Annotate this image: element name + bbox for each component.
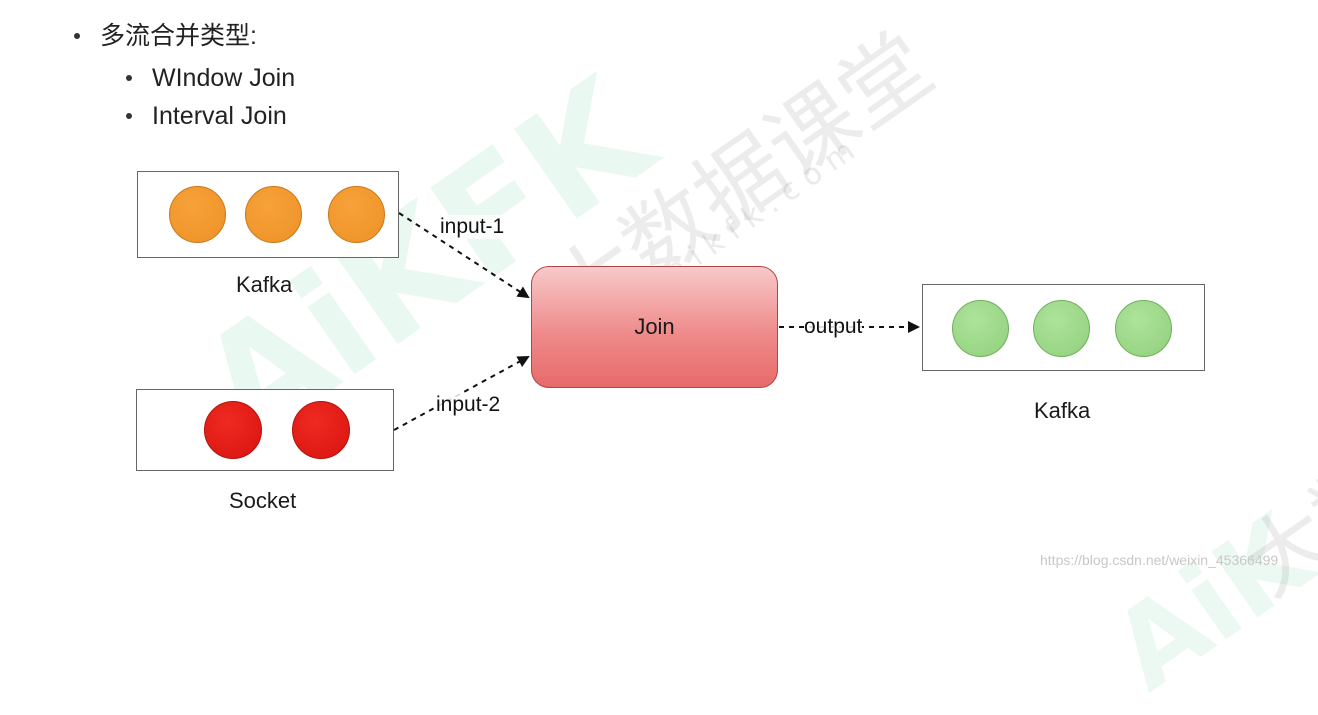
event-circle bbox=[169, 186, 226, 243]
kafka-sink-label: Kafka bbox=[1034, 398, 1091, 423]
bullet-item-interval-join: Interval Join bbox=[152, 102, 287, 130]
kafka-source-box bbox=[137, 171, 399, 258]
kafka-sink-box bbox=[922, 284, 1205, 371]
edge-label-input-2: input-2 bbox=[436, 393, 501, 417]
event-circle bbox=[204, 401, 262, 459]
bullet-title: 多流合并类型: bbox=[100, 22, 257, 50]
socket-source-label: Socket bbox=[229, 488, 297, 513]
kafka-source-label: Kafka bbox=[236, 272, 293, 297]
edges-layer bbox=[393, 212, 920, 431]
join-label: Join bbox=[634, 314, 675, 339]
bullet-item-window-join: WIndow Join bbox=[152, 64, 296, 92]
bullet-dot bbox=[126, 113, 132, 119]
event-circle bbox=[245, 186, 302, 243]
event-circle bbox=[1115, 300, 1172, 357]
source-credit: https://blog.csdn.net/weixin_45366499 bbox=[1040, 552, 1279, 568]
event-circle bbox=[292, 401, 350, 459]
event-circle bbox=[1033, 300, 1090, 357]
bullet-dot bbox=[74, 33, 80, 39]
edge-label-input-1: input-1 bbox=[440, 215, 505, 239]
socket-source-box bbox=[136, 389, 394, 471]
bullet-dot bbox=[126, 75, 132, 81]
edge-label-output: output bbox=[804, 315, 863, 339]
join-node: Join bbox=[531, 266, 778, 388]
event-circle bbox=[328, 186, 385, 243]
event-circle bbox=[952, 300, 1009, 357]
